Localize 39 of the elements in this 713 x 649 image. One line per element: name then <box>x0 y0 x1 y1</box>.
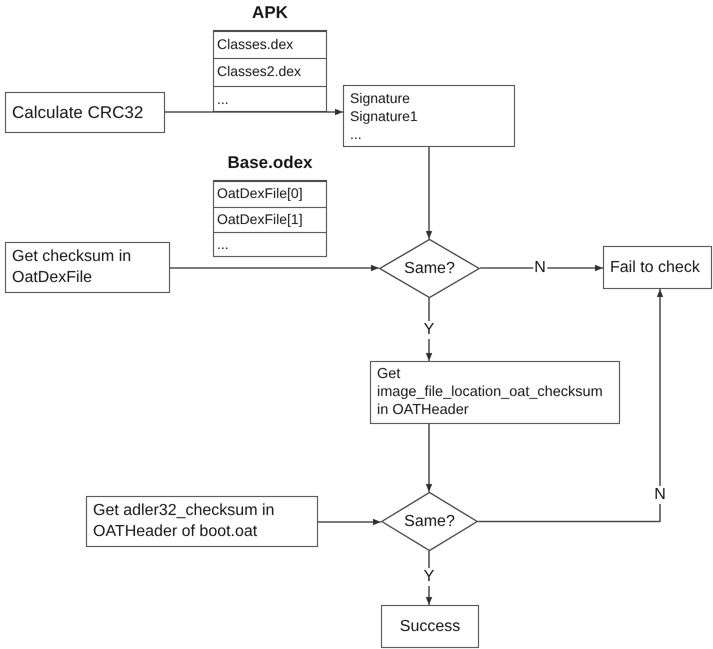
arrow <box>170 264 379 272</box>
arrow <box>426 298 432 361</box>
process-box <box>603 246 712 289</box>
process-box <box>370 361 620 424</box>
node-text: Signature <box>350 89 411 107</box>
node-text: Calculate CRC32 <box>12 102 144 124</box>
decision-diamond <box>381 492 478 551</box>
arrow <box>165 108 343 116</box>
node-text: Same? <box>404 512 455 532</box>
table-heading: Base.odex <box>226 153 314 173</box>
node-text: Get adler32_checksum in OATHeader of boot.oat <box>93 501 276 542</box>
table-cell: OatDexFile[0] <box>214 181 326 207</box>
table-cell: ... <box>214 232 326 258</box>
node-text: Same? <box>404 259 455 279</box>
table-cell: ... <box>214 86 326 113</box>
edge-label: N <box>653 486 667 504</box>
table-cell: Classes2.dex <box>214 58 326 86</box>
table-heading: APK <box>251 3 289 23</box>
process-box <box>5 92 165 133</box>
node-text: Fail to check <box>610 258 701 278</box>
edge-label: Y <box>422 321 436 339</box>
table-cell: OatDexFile[1] <box>214 206 326 232</box>
arrow <box>480 264 603 272</box>
node-text: Signature1 <box>350 107 419 125</box>
arrow <box>478 289 664 522</box>
arrow <box>426 424 432 492</box>
process-box <box>5 242 170 293</box>
node-text: ... <box>350 125 363 143</box>
arrow <box>426 147 432 239</box>
edge-label: Y <box>422 568 436 586</box>
decision-diamond <box>379 239 480 298</box>
arrow <box>318 518 381 526</box>
node-text: Success <box>400 617 460 637</box>
node-text: Get image_file_location_oat_checksum in OATHeader <box>377 365 604 419</box>
node-text: Get checksum in OatDexFile <box>12 247 132 288</box>
process-box <box>381 605 479 648</box>
process-box <box>86 496 318 547</box>
table-cell: Classes.dex <box>214 31 326 58</box>
signature-list-box <box>343 85 515 147</box>
